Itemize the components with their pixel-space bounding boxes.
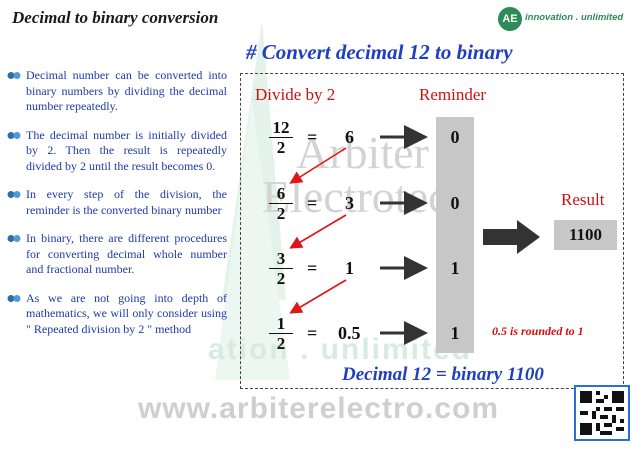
- list-item: In binary, there are different procedure…: [7, 231, 227, 278]
- equals-sign: =: [307, 323, 318, 343]
- numerator: 12: [272, 118, 290, 137]
- bullet-icon: [7, 294, 21, 302]
- reminder-column: [436, 117, 474, 353]
- explanation-list: Decimal number can be converted into bin…: [7, 68, 227, 350]
- list-item: As we are not going into depth of mathem…: [7, 291, 227, 338]
- numerator: 3: [276, 249, 286, 268]
- qr-code-icon: [576, 387, 628, 439]
- denominator: 2: [276, 138, 286, 157]
- list-item: In every step of the division, the remin…: [7, 187, 227, 218]
- denominator: 2: [276, 204, 286, 223]
- arrow-down-left-icon: [289, 279, 347, 314]
- list-item: Decimal number can be converted into bin…: [7, 68, 227, 115]
- logo-mark-icon: AE: [498, 7, 522, 31]
- quotient: 6: [345, 127, 354, 147]
- reminder-value: 1: [450, 323, 460, 343]
- brand-logo: AE innovation . unlimited: [498, 7, 630, 31]
- list-item-text: In binary, there are different procedure…: [26, 231, 227, 276]
- bullet-icon: [7, 191, 21, 198]
- quotient-arrows: [289, 147, 347, 314]
- numerator: 1: [276, 314, 286, 333]
- quotient: 3: [345, 193, 354, 213]
- rounding-note: 0.5 is rounded to 1: [492, 324, 584, 338]
- numerator: 6: [276, 184, 286, 203]
- result-box: 1100: [554, 220, 617, 250]
- bullet-icon: [7, 235, 21, 242]
- bullet-icon: [7, 72, 21, 79]
- page-title: Decimal to binary conversion: [12, 8, 219, 27]
- quotient: 0.5: [338, 323, 361, 343]
- final-result-statement: Decimal 12 = binary 1100: [342, 364, 544, 385]
- denominator: 2: [276, 269, 286, 288]
- list-item: The decimal number is initially divided …: [7, 128, 227, 175]
- qr-code: [574, 385, 630, 441]
- result-label: Result: [561, 190, 605, 209]
- result-arrow-icon: [483, 220, 540, 254]
- division-diagram-panel: [240, 73, 624, 389]
- list-item-text: The decimal number is initially divided …: [26, 127, 227, 173]
- reminder-value: 1: [450, 258, 460, 278]
- list-item-text: As we are not going into depth of mathem…: [26, 290, 227, 336]
- denominator: 2: [276, 334, 286, 353]
- reminder-label: Reminder: [419, 85, 487, 104]
- equals-sign: =: [307, 258, 318, 278]
- watermark-url: www.arbiterelectro.com: [138, 392, 499, 425]
- list-item-text: Decimal number can be converted into bin…: [26, 68, 227, 113]
- logo-text: innovation . unlimited: [525, 12, 624, 23]
- divide-by-2-label: Divide by 2: [255, 85, 336, 104]
- list-item-text: In every step of the division, the remin…: [26, 187, 227, 217]
- reminder-value: 0: [450, 127, 460, 147]
- equals-sign: =: [307, 127, 318, 147]
- arrow-down-left-icon: [289, 147, 347, 184]
- quotient: 1: [345, 258, 354, 278]
- reminder-arrows: [380, 125, 428, 345]
- bullet-icon: [7, 131, 21, 139]
- reminder-value: 0: [450, 193, 460, 213]
- arrow-down-left-icon: [289, 214, 347, 249]
- conversion-headline: # Convert decimal 12 to binary: [246, 40, 513, 64]
- equals-sign: =: [307, 193, 318, 213]
